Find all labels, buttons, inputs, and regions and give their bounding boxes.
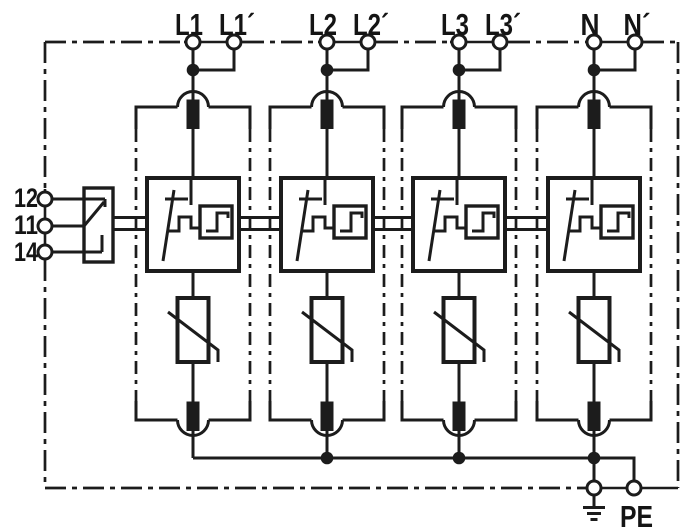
disconnector-link-lines xyxy=(113,216,548,231)
terminal-11 xyxy=(36,217,54,235)
terminal-pe xyxy=(625,479,643,497)
junction-dot-bus-l3 xyxy=(452,451,466,465)
terminal-ground xyxy=(585,479,603,497)
terminal-12 xyxy=(36,190,54,208)
label-l2: L2 xyxy=(309,7,337,42)
label-pe: PE xyxy=(620,499,653,530)
label-n: N xyxy=(581,7,600,42)
label-l1: L1 xyxy=(175,7,203,42)
label-n-prime: N´ xyxy=(624,7,651,42)
label-11: 11 xyxy=(14,210,38,240)
label-l3: L3 xyxy=(441,7,469,42)
label-l1-prime: L1´ xyxy=(219,7,255,42)
label-12: 12 xyxy=(14,183,38,213)
terminal-14 xyxy=(36,243,54,261)
terminal-labels: L1 L1´ L2 L2´ L3 L3´ N N´ 12 11 14 PE xyxy=(14,7,653,530)
remote-signalling-contact xyxy=(36,186,115,264)
earth-ground-icon xyxy=(583,495,605,521)
pe-bus xyxy=(193,451,643,521)
changeover-contact-box xyxy=(82,186,115,264)
label-l3-prime: L3´ xyxy=(485,7,521,42)
label-l2-prime: L2´ xyxy=(353,7,389,42)
junction-dot-bus-n xyxy=(587,451,601,465)
junction-dot-bus-l2 xyxy=(320,451,334,465)
label-14: 14 xyxy=(14,237,38,267)
